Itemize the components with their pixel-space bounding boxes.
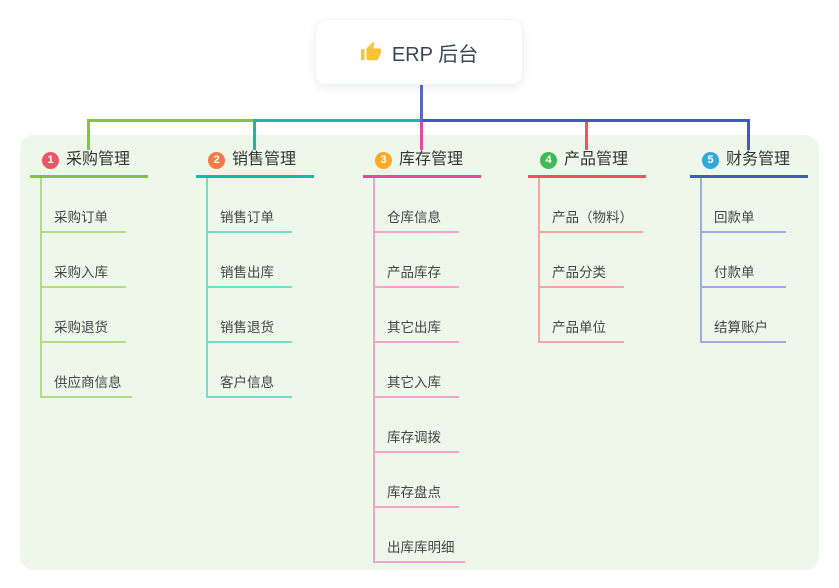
thumbs-up-icon	[360, 41, 382, 63]
child-topic-node[interactable]: 其它出库	[373, 288, 459, 343]
branch-number-badge: 1	[42, 151, 59, 169]
branch-children-group: 回款单 付款单 结算账户	[700, 178, 786, 343]
branch-topic-label: 销售管理	[232, 151, 297, 168]
child-topic-node[interactable]: 销售退货	[206, 288, 292, 343]
branch-column-2: 2 销售管理 销售订单 销售出库 销售退货 客户信息	[196, 150, 315, 398]
child-topic-node[interactable]: 付款单	[700, 233, 786, 288]
child-topic-node[interactable]: 回款单	[700, 178, 786, 233]
branch-topic-label: 财务管理	[726, 151, 791, 168]
branch-drop-line-1	[87, 122, 90, 150]
branches-background-panel	[20, 135, 819, 570]
branch-children-group: 采购订单 采购入库 采购退货 供应商信息	[40, 178, 132, 398]
child-topic-node[interactable]: 产品（物料）	[538, 178, 643, 233]
branch-column-1: 1 采购管理 采购订单 采购入库 采购退货 供应商信息	[30, 150, 149, 398]
root-node[interactable]: ERP 后台	[316, 20, 522, 84]
branch-topic-label: 库存管理	[399, 151, 464, 168]
child-topic-node[interactable]: 销售订单	[206, 178, 292, 233]
branch-children-group: 产品（物料） 产品分类 产品单位	[538, 178, 643, 343]
branch-drop-line-3	[420, 122, 423, 150]
bus-line-mid-teal	[253, 119, 420, 122]
child-topic-node[interactable]: 仓库信息	[373, 178, 459, 233]
branch-drop-line-5	[747, 122, 750, 150]
bus-line-right-blue	[420, 119, 750, 122]
branch-children-group: 仓库信息 产品库存 其它出库 其它入库 库存调拨 库存盘点 出库库明细	[373, 178, 465, 563]
branch-column-4: 4 产品管理 产品（物料） 产品分类 产品单位	[528, 150, 647, 343]
root-node-label: ERP 后台	[391, 43, 479, 66]
child-topic-node[interactable]: 采购入库	[40, 233, 126, 288]
child-topic-node[interactable]: 采购订单	[40, 178, 126, 233]
branch-drop-line-2	[253, 122, 256, 150]
child-topic-node[interactable]: 库存调拨	[373, 398, 459, 453]
branch-number-badge: 4	[540, 151, 557, 169]
children-connector-line	[40, 178, 42, 398]
branch-topic-label: 采购管理	[66, 151, 131, 168]
children-connector-line	[538, 178, 540, 343]
branch-topic-node[interactable]: 5 财务管理	[690, 150, 809, 178]
children-connector-line	[373, 178, 375, 563]
branch-children-group: 销售订单 销售出库 销售退货 客户信息	[206, 178, 292, 398]
child-topic-node[interactable]: 产品分类	[538, 233, 624, 288]
branch-topic-node[interactable]: 4 产品管理	[528, 150, 647, 178]
child-topic-node[interactable]: 其它入库	[373, 343, 459, 398]
branch-topic-node[interactable]: 2 销售管理	[196, 150, 315, 178]
child-topic-node[interactable]: 出库库明细	[373, 508, 465, 563]
bus-line-left-green	[87, 119, 253, 122]
child-topic-node[interactable]: 销售出库	[206, 233, 292, 288]
branch-number-badge: 5	[702, 151, 719, 169]
branch-topic-node[interactable]: 3 库存管理	[363, 150, 482, 178]
branch-number-badge: 2	[208, 151, 225, 169]
child-topic-node[interactable]: 供应商信息	[40, 343, 132, 398]
branch-column-3: 3 库存管理 仓库信息 产品库存 其它出库 其它入库 库存调拨 库存盘点 出库库…	[363, 150, 482, 563]
child-topic-node[interactable]: 结算账户	[700, 288, 786, 343]
children-connector-line	[700, 178, 702, 343]
child-topic-node[interactable]: 采购退货	[40, 288, 126, 343]
child-topic-node[interactable]: 客户信息	[206, 343, 292, 398]
branch-number-badge: 3	[375, 151, 392, 169]
root-connector-line	[420, 84, 423, 122]
child-topic-node[interactable]: 产品库存	[373, 233, 459, 288]
branch-topic-label: 产品管理	[564, 151, 629, 168]
branch-column-5: 5 财务管理 回款单 付款单 结算账户	[690, 150, 809, 343]
child-topic-node[interactable]: 产品单位	[538, 288, 624, 343]
children-connector-line	[206, 178, 208, 398]
branch-topic-node[interactable]: 1 采购管理	[30, 150, 149, 178]
branch-drop-line-4	[585, 122, 588, 150]
child-topic-node[interactable]: 库存盘点	[373, 453, 459, 508]
